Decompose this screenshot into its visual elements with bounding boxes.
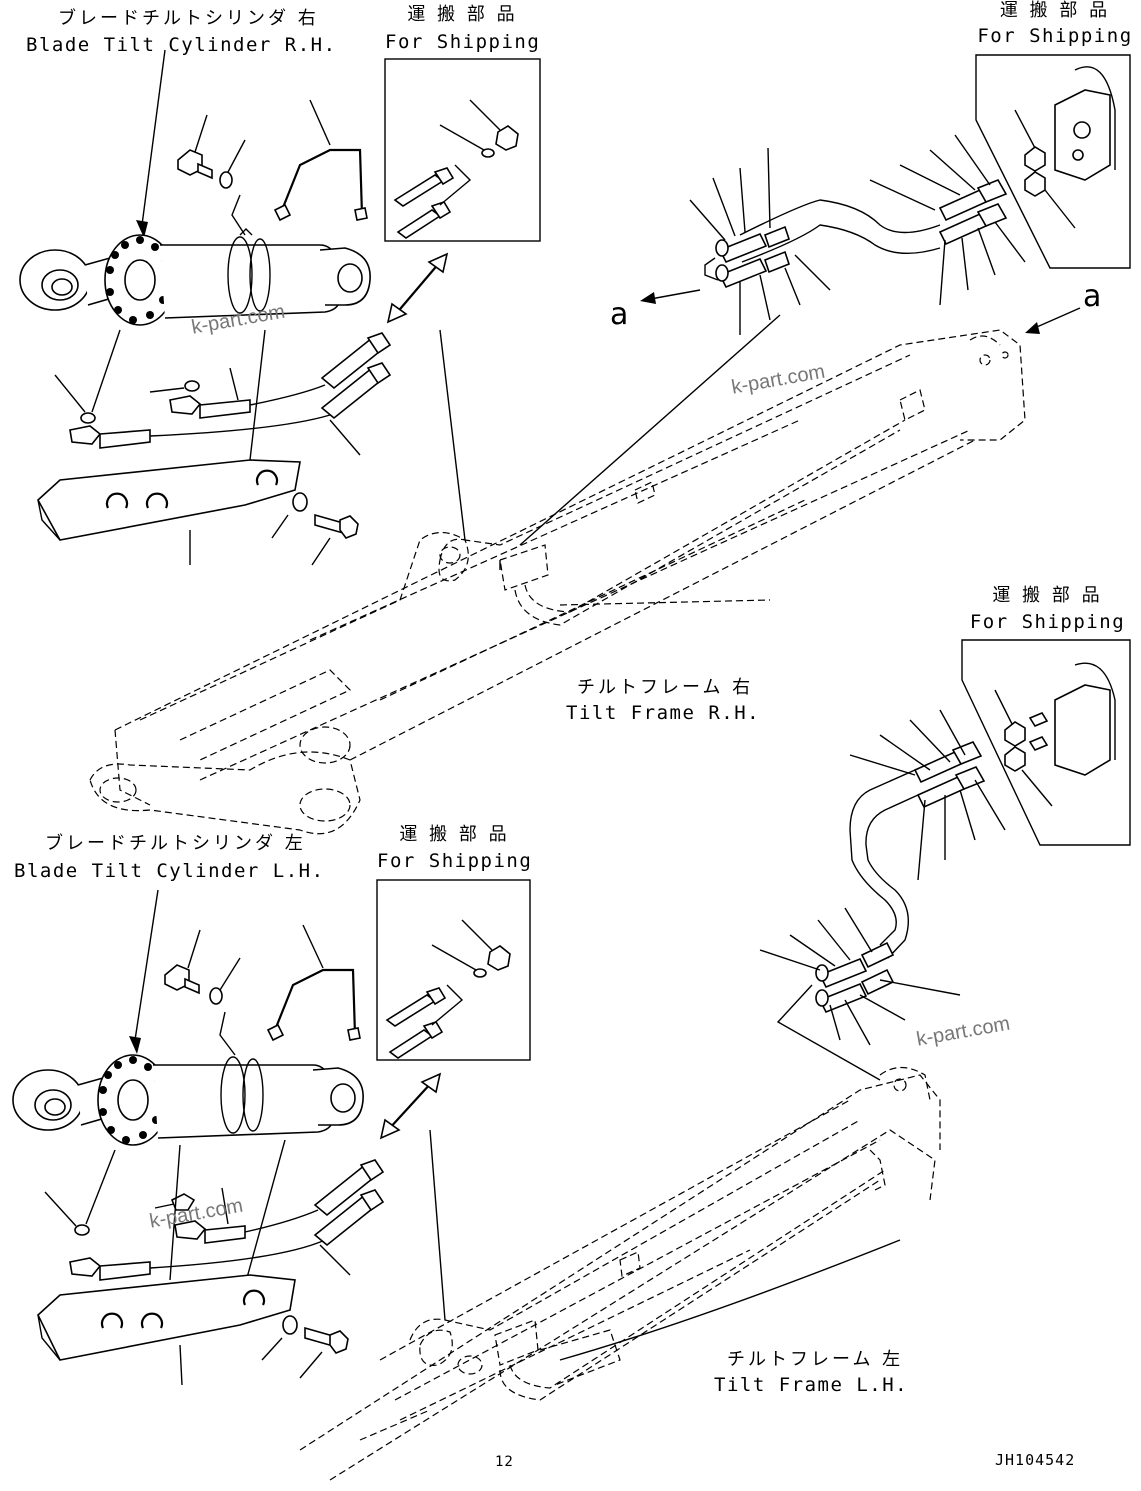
shipping-title: For Shipping — [977, 25, 1133, 47]
view-a-marker: a — [1083, 279, 1102, 314]
shipping-title-jp: 運 搬 部 品 — [407, 4, 518, 25]
shipping-title: For Shipping — [385, 31, 541, 53]
shipping-title: For Shipping — [377, 850, 533, 872]
page-mark: 12 — [495, 1454, 514, 1470]
hose-group-top — [640, 134, 1081, 335]
cylinder-lh-title-jp: ブレードチルトシリンダ 左 — [45, 833, 306, 854]
shipping-box-top-middle — [384, 58, 541, 242]
cylinder-rh-assembly — [19, 49, 392, 566]
cylinder-lh-title: Blade Tilt Cylinder L.H. — [14, 860, 325, 882]
tilt-frame-lh-title: Tilt Frame L.H. — [714, 1374, 909, 1396]
drawing-code: JH104542 — [995, 1451, 1076, 1469]
cylinder-rh-title: Blade Tilt Cylinder R.H. — [26, 34, 337, 56]
shipping-title-jp: 運 搬 部 品 — [999, 0, 1111, 21]
view-a-marker: a — [610, 297, 629, 332]
tilt-frame-rh-title-jp: チルトフレーム 右 — [577, 677, 754, 698]
shipping-title-jp: 運 搬 部 品 — [399, 824, 510, 845]
shipping-title: For Shipping — [969, 611, 1126, 633]
shipping-box-bottom-middle — [376, 879, 531, 1061]
tilt-frame-rh — [89, 314, 1026, 835]
shipping-title-jp: 運 搬 部 品 — [992, 585, 1103, 606]
cylinder-rh-title-jp: ブレードチルトシリンダ 右 — [58, 8, 319, 29]
double-arrow-bottom — [379, 1072, 442, 1140]
cylinder-lh-assembly — [12, 889, 385, 1386]
shipping-box-mid-right — [961, 639, 1131, 846]
tilt-frame-rh-title: Tilt Frame R.H. — [566, 702, 761, 724]
shipping-box-top-right — [975, 54, 1131, 269]
tilt-frame-lh-title-jp: チルトフレーム 左 — [727, 1349, 904, 1370]
hose-group-middle — [759, 709, 1006, 1081]
double-arrow-top — [386, 252, 449, 324]
tilt-frame-lh — [299, 1066, 941, 1481]
